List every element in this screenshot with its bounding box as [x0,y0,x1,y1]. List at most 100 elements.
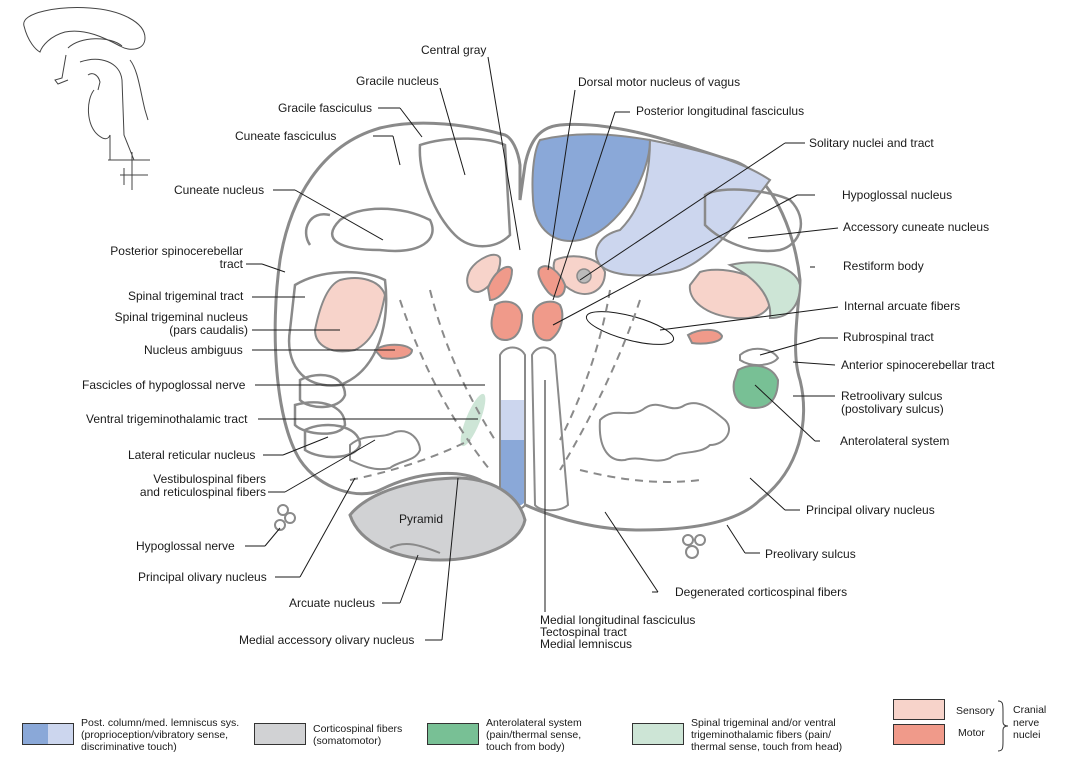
label-hypoglossal-nucleus: Hypoglossal nucleus [842,188,953,202]
label-line-3: Medial lemniscus [540,637,633,651]
legend-line: (somatomotor) [313,735,382,747]
legend-line: trigeminothalamic fibers (pain/ [691,729,832,741]
label-line-1: Retroolivary sulcus [841,389,943,403]
label-cuneate-fasciculus: Cuneate fasciculus [235,129,337,143]
legend-line: nerve [1013,716,1040,729]
label-line-2: (postolivary sulcus) [841,402,944,416]
label-fascicles-hypoglossal-nerve: Fascicles of hypoglossal nerve [82,378,246,392]
ventral-trigeminothalamic-tract [460,393,486,447]
label-medial-accessory-olivary-nucleus: Medial accessory olivary nucleus [239,633,415,647]
legend-line: nuclei [1013,729,1041,741]
label-restiform-body: Restiform body [843,259,924,273]
label-degenerated-corticospinal-fibers: Degenerated corticospinal fibers [675,585,848,599]
legend-text-post-column: Post. column/med. lemniscus sys. (propri… [81,717,239,753]
legend-line: Post. column/med. lemniscus sys. [81,717,240,729]
label-line-1: Vestibulospinal fibers [153,472,266,486]
label-line-2: (pars caudalis) [169,323,248,337]
label-spinal-trigeminal-tract: Spinal trigeminal tract [128,289,244,303]
legend-line: touch from body) [486,741,565,753]
legend-line: Anterolateral system [486,717,582,729]
dashed-fiber-lines [349,289,701,483]
label-dorsal-motor-nucleus-vagus: Dorsal motor nucleus of vagus [578,75,741,89]
pyramid [348,476,527,562]
label-gracile-nucleus: Gracile nucleus [356,74,439,88]
anterolateral-system [732,364,780,410]
legend-line: (proprioception/vibratory sense, [81,729,229,741]
legend-brace-icon [997,700,1009,752]
legend-text-cranial-nerve-nuclei: Cranial nerve nuclei [1013,704,1046,742]
brainstem-sagittal-inset [23,7,150,190]
legend-text-sensory: Sensory [956,705,995,717]
legend-line: thermal sense, touch from head) [691,741,843,753]
principal-olivary-nucleus-left [349,430,422,471]
hypoglossal-nucleus-right [531,300,564,342]
label-line-2: tract [219,257,243,271]
legend-line: Spinal trigeminal and/or ventral [691,717,836,729]
label-internal-arcuate-fibers: Internal arcuate fibers [844,299,961,313]
label-line-2: and reticulospinal fibers [139,485,266,499]
legend-swatch-corticospinal [254,723,306,745]
leader-lines [245,56,839,641]
cuneate-region-light-right [595,138,772,277]
label-line-2: Tectospinal tract [540,625,627,639]
hypoglossal-nerve-rootlets [274,504,706,559]
label-mlf-tectospinal-medial-lemniscus: Medial longitudinal fasciculus Tectospin… [540,614,695,650]
legend-line: (pain/thermal sense, [486,729,582,741]
label-anterior-spinocerebellar-tract: Anterior spinocerebellar tract [841,358,995,372]
label-line-1: Spinal trigeminal nucleus [114,310,248,324]
swatch-dark [23,724,48,744]
medial-lemniscus-right [530,346,570,512]
medial-lemniscus-left-light [501,400,524,440]
label-cuneate-nucleus: Cuneate nucleus [174,183,265,197]
label-pyramid: Pyramid [399,512,444,526]
label-retroolivary-sulcus: Retroolivary sulcus (postolivary sulcus) [841,390,944,416]
label-accessory-cuneate-nucleus: Accessory cuneate nucleus [843,220,990,234]
legend-line: Corticospinal fibers [313,723,403,735]
label-solitary-nuclei-tract: Solitary nuclei and tract [809,136,934,150]
legend-text-spinal-trigeminal: Spinal trigeminal and/or ventral trigemi… [691,717,842,753]
label-lateral-reticular-nucleus: Lateral reticular nucleus [128,448,256,462]
spinal-trigeminal-nucleus-right [688,268,772,320]
medulla-outline [273,121,806,532]
dorsal-motor-vagus-right [537,265,567,298]
label-line-1: Medial longitudinal fasciculus [540,613,696,627]
label-rubrospinal-tract: Rubrospinal tract [843,330,934,344]
label-central-gray: Central gray [421,43,487,57]
principal-olivary-nucleus-right [598,402,730,462]
gracile-cuneate-region-right [531,133,652,242]
legend-swatch-post-column [22,723,74,745]
legend-line: discriminative touch) [81,741,177,753]
label-vestibulospinal-reticulospinal: Vestibulospinal fibers and reticulospina… [100,473,266,499]
hypoglossal-nucleus-left [490,300,524,342]
label-gracile-fasciculus: Gracile fasciculus [278,101,373,115]
legend-line: Cranial [1013,704,1047,716]
legend-swatch-spinal-trigeminal [632,723,684,745]
legend-swatch-anterolateral [427,723,479,745]
label-nucleus-ambiguus: Nucleus ambiguus [144,343,243,357]
nucleus-ambiguus-left [373,343,414,360]
label-line-1: Posterior spinocerebellar [110,244,243,258]
nucleus-ambiguus-right [686,328,724,345]
dorsal-motor-vagus-left [486,265,514,302]
label-hypoglossal-nerve: Hypoglossal nerve [136,539,235,553]
label-ventral-trigeminothalamic-tract: Ventral trigeminothalamic tract [86,412,248,426]
legend-text-corticospinal: Corticospinal fibers (somatomotor) [313,723,402,747]
label-posterior-spinocerebellar-tract: Posterior spinocerebellar tract [100,245,243,271]
label-anterolateral-system: Anterolateral system [840,434,950,448]
label-principal-olivary-nucleus-left: Principal olivary nucleus [138,570,267,584]
legend-swatch-motor [893,724,945,745]
legend-text-motor: Motor [958,727,985,739]
solitary-tract-right [576,268,592,284]
arcuate-nucleus-region [389,542,441,554]
label-preolivary-sulcus: Preolivary sulcus [765,547,856,561]
spinal-trigeminal-nucleus-left [313,277,387,353]
legend-text-anterolateral: Anterolateral system (pain/thermal sense… [486,717,582,753]
legend-swatch-sensory [893,699,945,720]
label-posterior-longitudinal-fasciculus: Posterior longitudinal fasciculus [636,104,805,118]
label-principal-olivary-nucleus-right: Principal olivary nucleus [806,503,935,517]
swatch-light [48,724,73,744]
spinal-trigeminal-tract-right [727,261,802,320]
internal-arcuate-fibers [585,311,675,345]
label-arcuate-nucleus: Arcuate nucleus [289,596,376,610]
